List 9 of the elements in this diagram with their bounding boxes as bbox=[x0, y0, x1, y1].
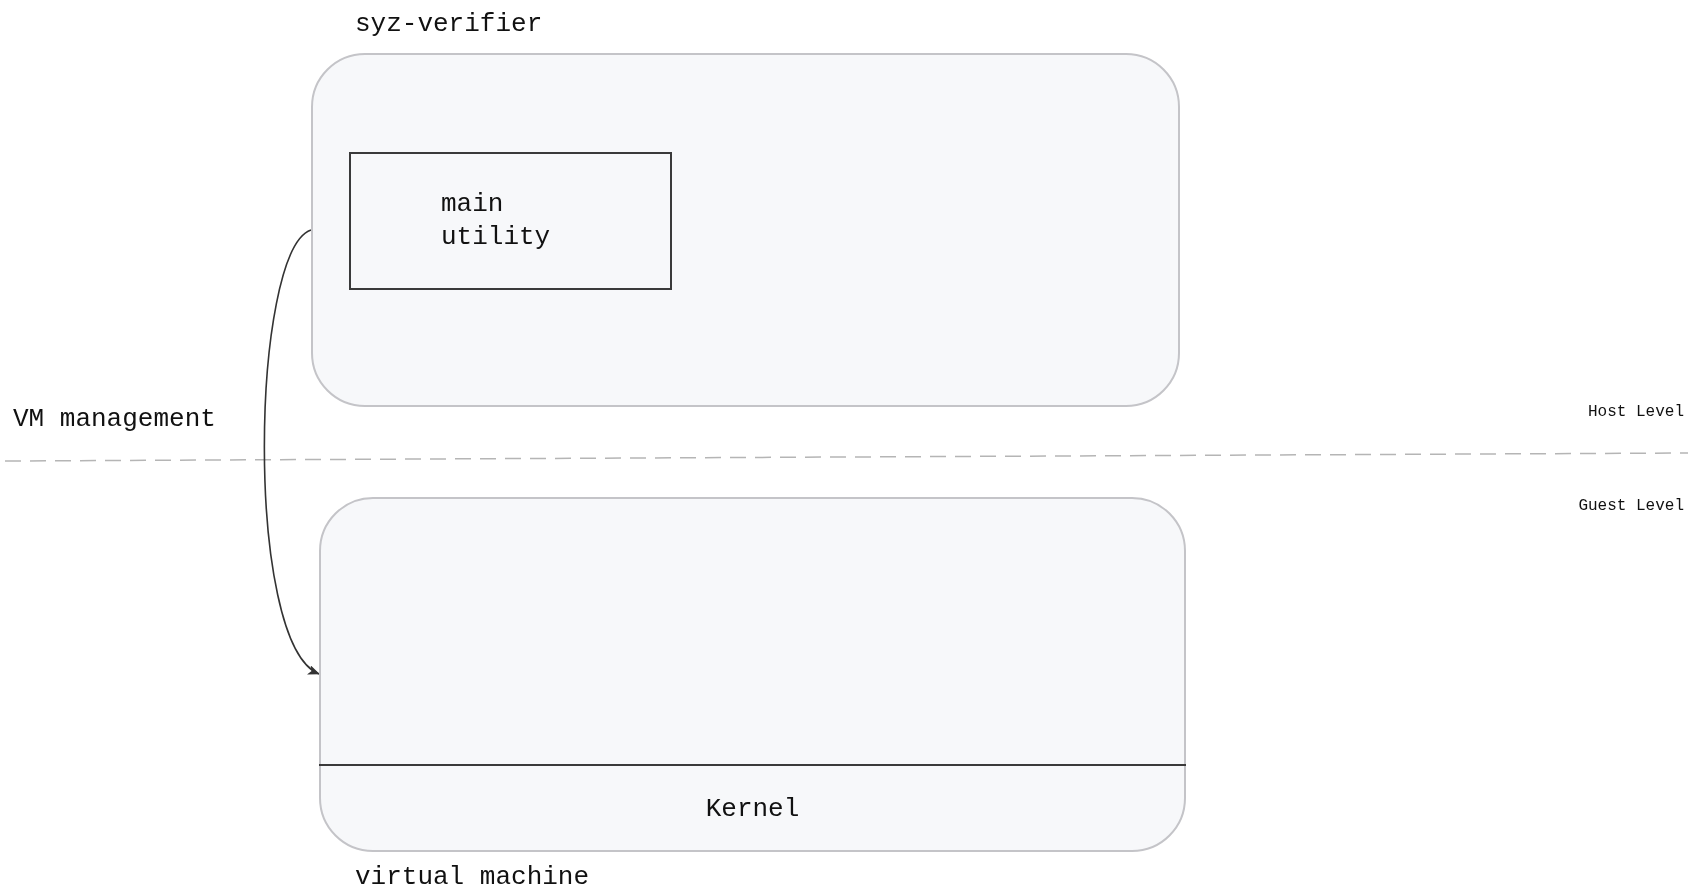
level-label: Guest Level bbox=[1578, 496, 1684, 517]
curved-arrow bbox=[263, 229, 320, 675]
node-text: Kernel bbox=[705, 792, 800, 826]
edge-label: VM management bbox=[13, 403, 216, 436]
level-label: Host Level bbox=[1588, 402, 1684, 423]
component-box bbox=[349, 152, 672, 290]
container-title: virtual machine bbox=[355, 861, 590, 891]
container-title: syz-verifier bbox=[355, 8, 543, 41]
node-text: main utility bbox=[441, 188, 552, 254]
